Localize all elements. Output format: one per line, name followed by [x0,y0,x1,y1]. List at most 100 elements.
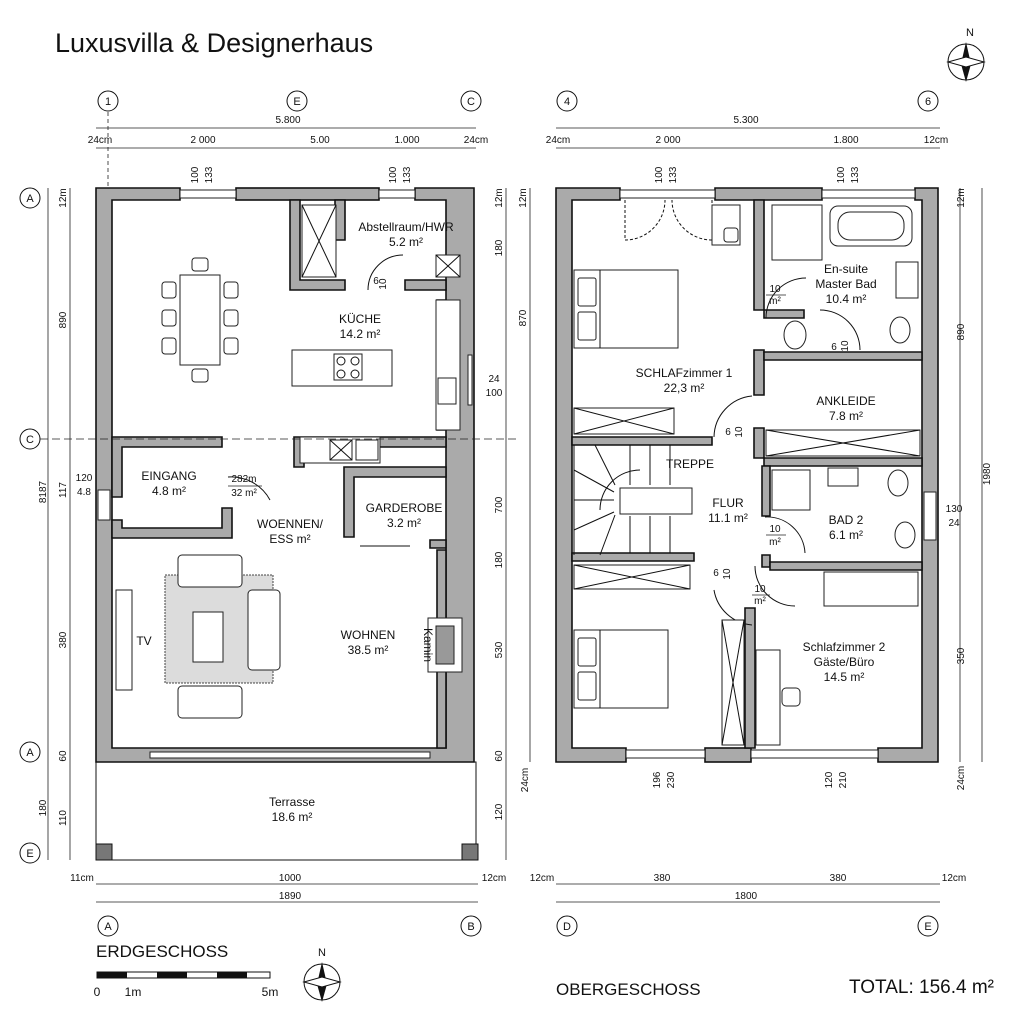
window [821,189,916,199]
svg-text:4: 4 [564,96,570,108]
chair [723,227,739,243]
svg-text:5.300: 5.300 [733,115,758,126]
svg-text:24cm: 24cm [520,768,531,792]
total-area: TOTAL: 156.4 m² [848,977,994,998]
coffee-table [192,611,224,663]
upper-floor-label: OBERGESCHOSS [556,980,701,999]
room-name: TREPPE [666,457,714,471]
sofa [247,589,281,671]
svg-text:100: 100 [190,166,201,183]
fireplace-label: Kamin [421,628,435,662]
svg-text:12m: 12m [494,188,505,207]
interior-wall [753,199,765,311]
svg-text:230: 230 [666,771,677,788]
kitchen-counter [435,299,461,431]
room-area: 22,3 m² [664,381,705,395]
svg-text:A: A [26,193,34,205]
svg-text:120: 120 [824,771,835,788]
svg-text:133: 133 [668,166,679,183]
svg-text:180: 180 [494,239,505,256]
scale-label-end: 5m [262,985,279,999]
svg-text:C: C [467,96,475,108]
svg-text:60: 60 [494,750,505,762]
room-name: Schlafzimmer 2 [803,640,886,654]
svg-text:10: 10 [734,426,745,438]
svg-text:110: 110 [58,810,69,826]
interior-wall [571,552,695,562]
room-area: 4.8 m² [152,484,186,498]
interior-wall [753,349,765,396]
svg-text:5.800: 5.800 [275,115,300,126]
room-area: 38.5 m² [348,643,389,657]
svg-text:B: B [467,921,474,933]
svg-text:5.00: 5.00 [310,135,330,146]
svg-text:12cm: 12cm [482,873,506,884]
interior-wall [289,199,346,291]
svg-text:130: 130 [946,504,963,515]
plan-title: Luxusvilla & Designerhaus [55,28,374,58]
tv-label: TV [136,634,151,648]
svg-text:196: 196 [652,771,663,788]
svg-text:133: 133 [204,166,215,183]
north-arrow-icon: N [946,27,986,82]
svg-text:100: 100 [654,166,665,183]
interior-wall [744,607,756,749]
room-name: Abstellraum/HWR [358,220,454,234]
room-area: ESS m² [269,532,310,546]
svg-text:530: 530 [494,641,505,658]
room-name: BAD 2 [829,513,864,527]
toilet [887,469,909,497]
svg-text:A: A [104,921,112,933]
interior-wall [111,507,233,539]
svg-text:m²: m² [754,596,766,607]
svg-text:12m: 12m [58,188,69,207]
bed [573,269,679,349]
chair [781,687,801,707]
svg-text:m²: m² [769,537,781,548]
room-area: 3.2 m² [387,516,421,530]
bed [823,571,919,607]
exterior-wall [877,187,939,763]
room-area: 14.2 m² [340,327,381,341]
room-area: 18.6 m² [272,810,313,824]
terrace [95,761,477,861]
room-name: Gäste/Büro [814,655,875,669]
room-name: Terrasse [269,795,315,809]
grid-axis-markers: 1 E C A B A C A E [19,90,520,937]
svg-text:C: C [26,434,34,446]
svg-text:D: D [563,921,571,933]
north-label: N [318,947,326,959]
svg-text:E: E [293,96,300,108]
living-room-furniture [115,554,463,719]
room-name: En-suite [824,262,868,276]
sofa [177,554,243,588]
svg-text:100: 100 [388,166,399,183]
svg-text:32 m²: 32 m² [231,488,257,499]
svg-text:12cm: 12cm [942,873,966,884]
interior-wall [763,351,923,361]
svg-text:100: 100 [836,166,847,183]
svg-text:4.8: 4.8 [77,487,91,498]
room-name: GARDEROBE [366,501,443,515]
svg-text:m²: m² [769,296,781,307]
north-arrow-icon: N [302,947,342,1002]
window [923,491,937,541]
exterior-wall [704,747,752,763]
window [625,749,706,759]
svg-text:12m: 12m [518,188,529,207]
room-area: 14.5 m² [824,670,865,684]
window [378,189,416,199]
staircase [573,444,693,556]
svg-text:11cm: 11cm [70,873,94,884]
svg-text:350: 350 [956,647,967,664]
svg-text:890: 890 [956,323,967,340]
interior-wall [753,427,765,459]
svg-text:1000: 1000 [279,873,302,884]
svg-text:120: 120 [494,803,505,820]
svg-text:100: 100 [486,388,503,399]
interior-wall [111,436,223,498]
svg-text:10: 10 [769,284,781,295]
svg-text:890: 890 [58,311,69,328]
shower [771,204,823,261]
svg-text:10: 10 [754,584,766,595]
